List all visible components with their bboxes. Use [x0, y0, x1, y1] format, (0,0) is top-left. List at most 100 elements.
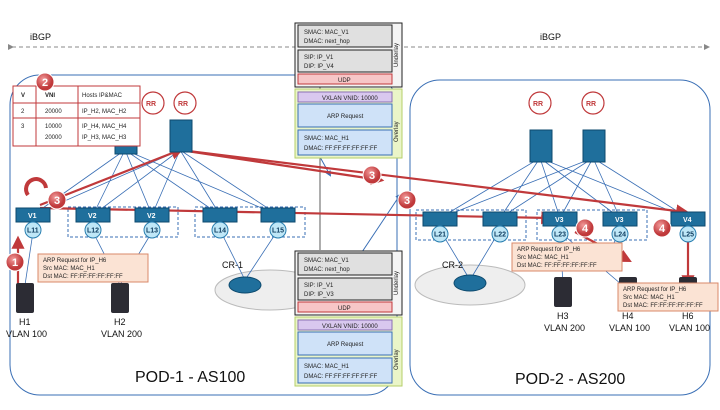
leaf-circle — [551, 225, 569, 243]
server-icon — [111, 283, 129, 313]
host-name: H1 — [19, 317, 31, 327]
vpc-group-l21-l22 — [415, 209, 527, 241]
route-reflectors: RR RR RR RR — [141, 91, 605, 115]
svg-text:3: 3 — [21, 124, 25, 130]
inner-mac-header — [297, 357, 393, 384]
svg-text:UDP: UDP — [338, 306, 351, 312]
outer-ip-header — [297, 277, 393, 301]
switch-icon — [260, 207, 296, 223]
svg-text:SMAC: MAC_H1: SMAC: MAC_H1 — [304, 136, 350, 142]
rr-circle — [528, 91, 552, 115]
outer-mac-header — [297, 24, 393, 48]
leaf-name: L23 — [554, 232, 566, 239]
spine-switch-icon — [529, 129, 553, 163]
udp-header — [297, 73, 393, 85]
svg-text:2: 2 — [42, 77, 48, 89]
vxlan-header — [297, 319, 393, 331]
svg-text:3: 3 — [369, 170, 375, 182]
host-vlan: VLAN 200 — [544, 323, 585, 333]
svg-text:UDP: UDP — [338, 78, 351, 84]
vpc-group-l14-l15 — [194, 206, 306, 238]
svg-text:DIP: IP_V4: DIP: IP_V4 — [304, 64, 334, 70]
vtep-label: V4 — [683, 217, 692, 224]
vtep-label: V2 — [88, 213, 97, 220]
svg-text:CR-1: CR-1 — [222, 260, 243, 270]
leaf-switch-l21: L21 — [422, 211, 458, 243]
svg-text:2: 2 — [21, 109, 25, 115]
host-vlan: VLAN 200 — [101, 329, 142, 339]
svg-text:IP_H2, MAC_H2: IP_H2, MAC_H2 — [82, 109, 127, 115]
vtep-label: V1 — [28, 213, 37, 220]
svg-text:1: 1 — [12, 257, 18, 269]
svg-text:DMAC: FF:FF:FF:FF:FF:FF: DMAC: FF:FF:FF:FF:FF:FF — [304, 146, 378, 152]
switch-icon — [422, 211, 458, 227]
ibgp-label-left: iBGP — [30, 32, 51, 42]
rr-label: RR — [146, 101, 156, 108]
server-icon — [554, 277, 572, 307]
leaf-circle — [24, 221, 42, 239]
leaf-name: L15 — [272, 228, 284, 235]
vtep-label: V3 — [615, 217, 624, 224]
svg-text:DMAC: FF:FF:FF:FF:FF:FF: DMAC: FF:FF:FF:FF:FF:FF — [304, 374, 378, 380]
leaf-name: L13 — [146, 228, 158, 235]
leaf-switch-l22: L22 — [482, 211, 518, 243]
leaf-circle — [211, 221, 229, 239]
svg-text:IP_H3, MAC_H3: IP_H3, MAC_H3 — [82, 135, 127, 141]
host-name: H3 — [557, 311, 569, 321]
rr-label: RR — [533, 101, 543, 108]
host-vlan: VLAN 100 — [669, 323, 710, 333]
arp-payload — [297, 331, 393, 356]
svg-text:ARP Request: ARP Request — [327, 114, 364, 120]
underlay-label: Underlay — [394, 43, 400, 67]
svg-text:3: 3 — [54, 195, 60, 207]
vni-table: V VNI Hosts IP&MAC 2 20000 IP_H2, MAC_H2… — [12, 85, 141, 147]
vtep-label: V2 — [147, 213, 156, 220]
rr-circle — [173, 91, 197, 115]
svg-text:20000: 20000 — [45, 135, 62, 141]
rr-label: RR — [178, 101, 188, 108]
step-marker-3: 3 — [397, 190, 417, 210]
leaf-circle — [431, 225, 449, 243]
pod-1 — [9, 74, 398, 396]
svg-text:V: V — [21, 93, 25, 99]
outer-mac-header — [297, 252, 393, 276]
rr-label: RR — [586, 101, 596, 108]
leaf-name: L21 — [434, 232, 446, 239]
host-vlan: VLAN 100 — [609, 323, 650, 333]
svg-text:Src MAC: MAC_H1: Src MAC: MAC_H1 — [623, 295, 675, 301]
leaf-name: L12 — [87, 228, 99, 235]
svg-text:10000: 10000 — [45, 124, 62, 130]
svg-text:DMAC: next_hop: DMAC: next_hop — [304, 39, 350, 45]
overlay-label: Overlay — [394, 121, 400, 142]
step-marker-4: 4 — [652, 218, 672, 238]
rr-circle — [141, 91, 165, 115]
ibgp-label-right: iBGP — [540, 32, 561, 42]
leaf-circle — [269, 221, 287, 239]
svg-text:Dst MAC: FF:FF:FF:FF:FF:FF: Dst MAC: FF:FF:FF:FF:FF:FF — [517, 263, 597, 269]
outer-ip-header — [297, 49, 393, 73]
svg-text:VXLAN VNID: 10000: VXLAN VNID: 10000 — [322, 324, 378, 330]
switch-icon — [202, 207, 238, 223]
pod-1-label: POD-1 - AS100 — [135, 369, 245, 386]
host-vlan: VLAN 100 — [6, 329, 47, 339]
svg-text:ARP Request for IP_H6: ARP Request for IP_H6 — [623, 287, 687, 293]
svg-text:SMAC: MAC_V1: SMAC: MAC_V1 — [304, 30, 349, 36]
svg-text:DMAC: next_hop: DMAC: next_hop — [304, 267, 350, 273]
svg-text:20000: 20000 — [45, 109, 62, 115]
svg-text:Hosts IP&MAC: Hosts IP&MAC — [82, 93, 123, 99]
svg-text:SMAC: MAC_V1: SMAC: MAC_V1 — [304, 258, 349, 264]
svg-text:Dst MAC: FF:FF:FF:FF:FF:FF: Dst MAC: FF:FF:FF:FF:FF:FF — [623, 303, 703, 309]
host-name: H6 — [682, 311, 694, 321]
pod-2 — [409, 79, 711, 396]
svg-text:IP_H4, MAC_H4: IP_H4, MAC_H4 — [82, 124, 127, 130]
leaf-circle — [143, 221, 161, 239]
step-marker-3: 3 — [362, 165, 382, 185]
router-cr-2: CR-2 — [442, 260, 487, 292]
svg-text:Src MAC: MAC_H1: Src MAC: MAC_H1 — [517, 255, 569, 261]
